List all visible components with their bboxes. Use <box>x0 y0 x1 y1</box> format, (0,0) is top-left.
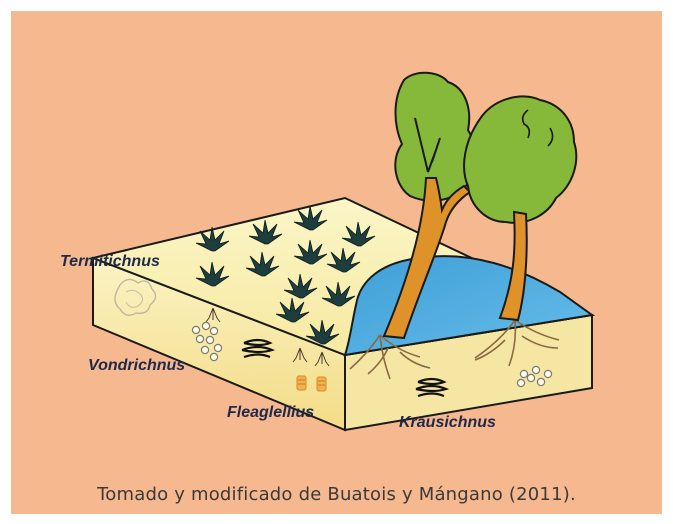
figure-panel: Termitichnus Vondrichnus Fleaglellius Kr… <box>11 11 662 514</box>
tree-right-canopy <box>464 97 576 223</box>
label-termitichnus: Termitichnus <box>60 253 160 270</box>
label-krausichnus: Krausichnus <box>399 414 496 431</box>
paleosol-block-diagram: Termitichnus Vondrichnus Fleaglellius Kr… <box>11 11 662 471</box>
label-fleaglellius: Fleaglellius <box>227 404 314 421</box>
label-vondrichnus: Vondrichnus <box>88 357 185 374</box>
figure-caption: Tomado y modificado de Buatois y Mángano… <box>11 484 662 505</box>
